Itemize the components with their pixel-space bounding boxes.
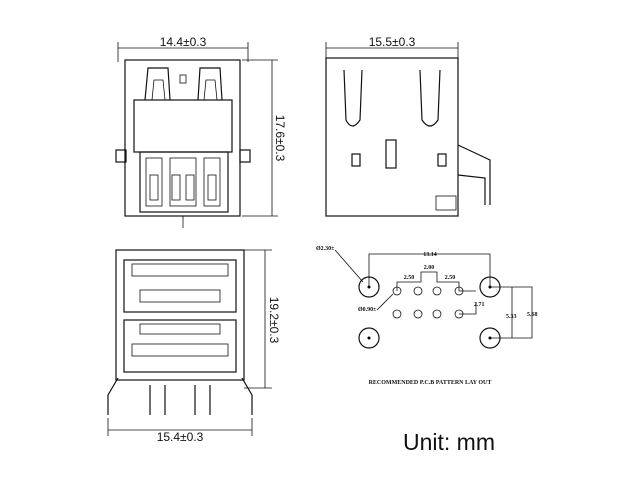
right-pitch-dim: 2.50 xyxy=(445,275,456,281)
unit-label: Unit: mm xyxy=(403,429,495,455)
vertical-dim-2: 5.68 xyxy=(527,312,538,318)
large-hole-dia-label: Ø2.30± xyxy=(316,246,335,252)
vertical-dim-1: 5.33 xyxy=(506,314,517,320)
small-hole-dia-label: Ø0.90± xyxy=(358,307,377,313)
span-dim: 13.14 xyxy=(423,252,437,258)
pcb-caption: RECOMMENDED P.C.B PATTERN LAY OUT xyxy=(369,380,492,386)
front-view: 19.2±0.3 15.4±0.3 xyxy=(107,249,281,444)
front-height-dim: 19.2±0.3 xyxy=(267,297,281,344)
left-pitch-dim: 2.50 xyxy=(404,275,415,281)
row-pitch-dim: 2.71 xyxy=(474,302,485,308)
center-pitch-dim: 2.00 xyxy=(424,265,435,271)
top-height-dim: 17.6±0.3 xyxy=(273,115,287,162)
front-width-dim: 15.4±0.3 xyxy=(157,430,204,444)
top-width-dim: 14.4±0.3 xyxy=(160,35,207,49)
top-view: 14.4±0.3 17.6±0.3 xyxy=(115,35,287,228)
side-view: 15.5±0.3 xyxy=(325,35,491,217)
pcb-layout: Ø2.30± Ø0.90± 13.14 2.00 2.50 2.50 2.71 … xyxy=(316,246,538,386)
side-width-dim: 15.5±0.3 xyxy=(369,35,416,49)
